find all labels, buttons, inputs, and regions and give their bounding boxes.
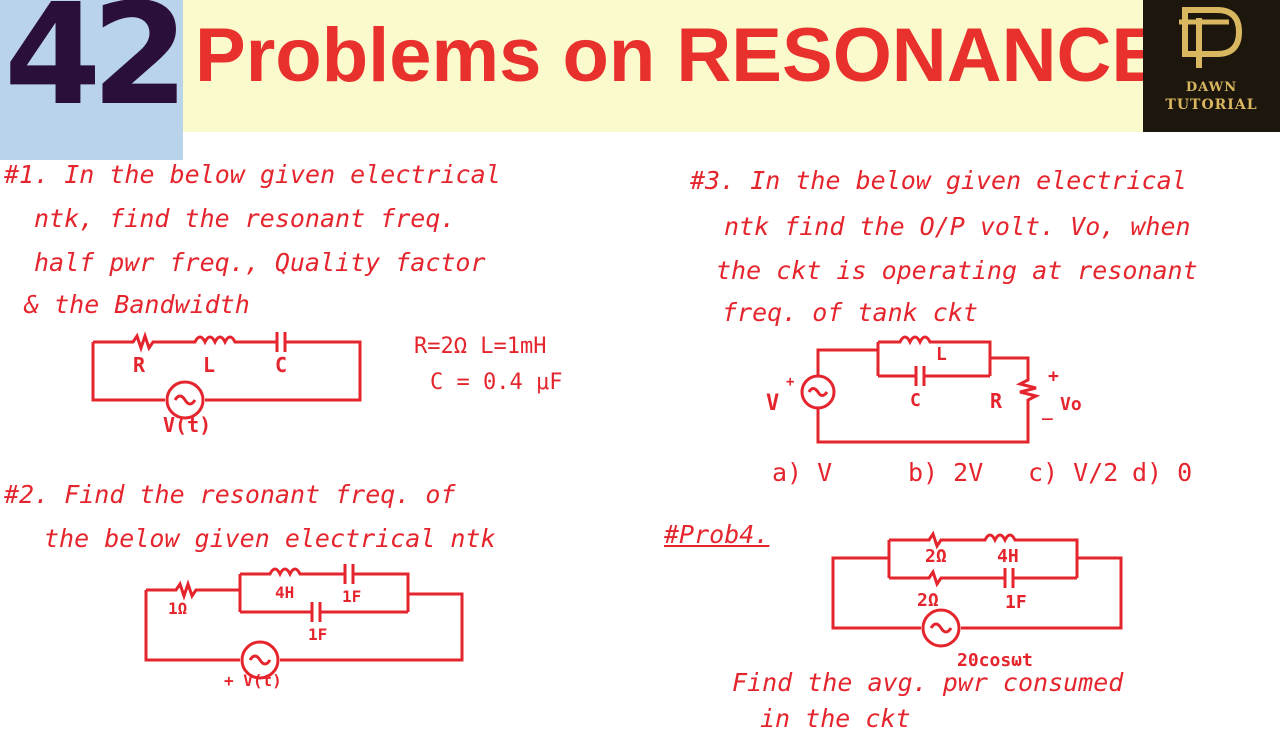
problem4-r2-label: 2Ω bbox=[917, 590, 939, 611]
problem2-circuit: 1Ω 4H 1F 1F + V(t) bbox=[144, 564, 464, 690]
logo-line-1: DAWN bbox=[1185, 80, 1238, 95]
problem3-r-label: R bbox=[990, 389, 1003, 413]
problem2-line-2: the below given electrical ntk bbox=[44, 524, 496, 553]
problem4-l-label: 4H bbox=[997, 546, 1019, 567]
problem3-option-b: b) 2V bbox=[908, 458, 984, 487]
problem2-r-label: 1Ω bbox=[168, 599, 187, 618]
problem3-l-label: L bbox=[936, 344, 947, 365]
dt-monogram-icon bbox=[1179, 7, 1243, 68]
problem3-line-3: the ckt is operating at resonant bbox=[716, 256, 1198, 285]
problem2-l-label: 4H bbox=[275, 583, 294, 602]
problem4-source-label: 20cosωt bbox=[957, 650, 1033, 671]
problem1-circuit: R L C V(t) bbox=[91, 331, 362, 437]
problem3-option-a: a) V bbox=[772, 458, 833, 487]
problem1-line-2: ntk, find the resonant freq. bbox=[34, 204, 456, 233]
problem3-c-label: C bbox=[910, 390, 921, 411]
problem1-line-4: & the Bandwidth bbox=[24, 290, 250, 319]
problem1-r-label: R bbox=[133, 353, 146, 377]
problem3-vo-minus: _ bbox=[1042, 400, 1053, 421]
problem3-v-label: V bbox=[766, 391, 779, 416]
problem3-circuit: L C R V + + Vo _ bbox=[766, 335, 1082, 444]
problem3-v-plus: + bbox=[786, 374, 794, 390]
problem1-line-3: half pwr freq., Quality factor bbox=[34, 248, 486, 277]
problem3-option-d: d) 0 bbox=[1132, 458, 1193, 487]
problem3-line-1: #3. In the below given electrical bbox=[690, 166, 1187, 195]
problem1-values-1: R=2Ω L=1mH bbox=[414, 334, 547, 359]
problem4-question-2: in the ckt bbox=[760, 704, 911, 733]
problem3-vo-label: Vo bbox=[1060, 394, 1082, 415]
problem1-source-label: V(t) bbox=[163, 413, 211, 437]
problem4-circuit: 2Ω 4H 2Ω 1F 20cosωt bbox=[831, 530, 1123, 671]
video-number: 42 bbox=[4, 0, 189, 137]
problem3-vo-plus: + bbox=[1048, 366, 1059, 387]
channel-logo: DAWN TUTORIAL bbox=[1143, 0, 1280, 132]
problem3-option-c: c) V/2 bbox=[1028, 458, 1119, 487]
problem2-c2-label: 1F bbox=[308, 625, 327, 644]
logo-line-2: TUTORIAL bbox=[1165, 97, 1258, 113]
problem2-c1-label: 1F bbox=[342, 587, 361, 606]
title-bar: Problems on RESONANCE bbox=[183, 0, 1162, 132]
problem3-line-4: freq. of tank ckt bbox=[722, 298, 978, 327]
problem1-l-label: L bbox=[203, 353, 215, 377]
video-number-box: 42 bbox=[0, 0, 189, 160]
problem1-line-1: #1. In the below given electrical bbox=[4, 160, 501, 189]
problem4-heading: #Prob4. bbox=[664, 520, 770, 549]
page-title: Problems on RESONANCE bbox=[195, 13, 1163, 98]
problem2-source-label: + V(t) bbox=[224, 671, 282, 690]
problem3-line-2: ntk find the O/P volt. Vo, when bbox=[724, 212, 1191, 241]
problem4-r1-label: 2Ω bbox=[925, 546, 947, 567]
problem4-question-1: Find the avg. pwr consumed bbox=[732, 668, 1124, 697]
problem1-values-2: C = 0.4 μF bbox=[430, 370, 563, 395]
problem4-c-label: 1F bbox=[1005, 592, 1027, 613]
problem2-line-1: #2. Find the resonant freq. of bbox=[4, 480, 456, 509]
problem1-c-label: C bbox=[275, 353, 287, 377]
